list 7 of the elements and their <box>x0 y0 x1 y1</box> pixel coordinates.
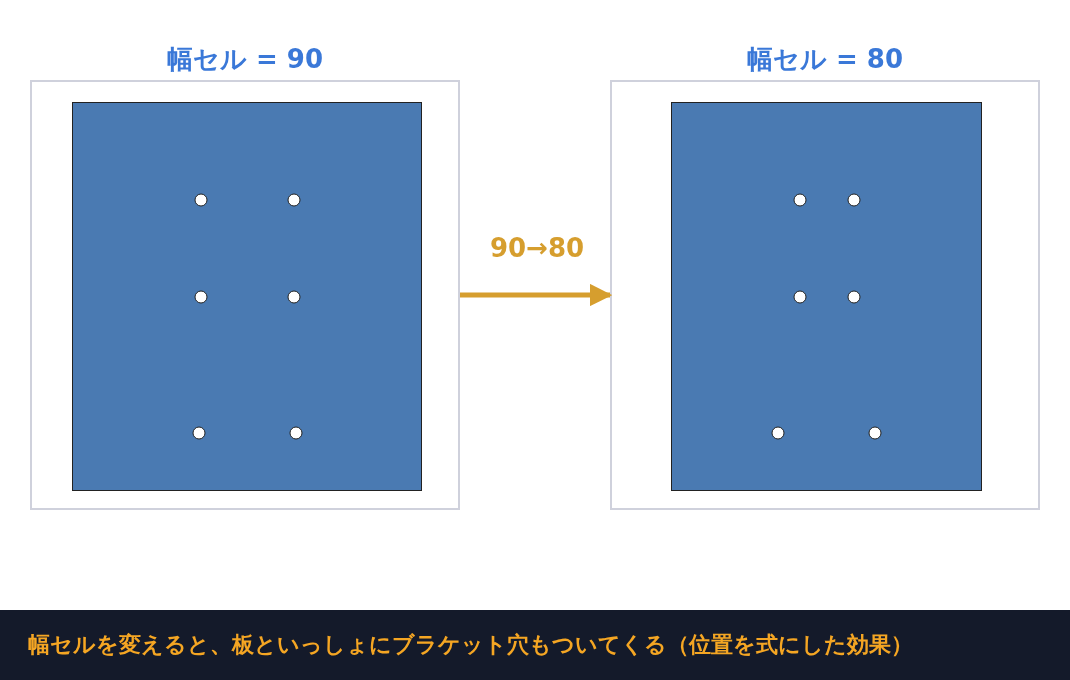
plate-drawing <box>72 102 422 491</box>
arrow <box>460 283 613 307</box>
caption-banner <box>0 610 1070 680</box>
panel-heading: 幅セル = 90 <box>165 43 325 76</box>
panel-heading: 幅セル = 80 <box>745 43 905 76</box>
caption-text: 幅セルを変えると、板といっしょにブラケット穴もついてくる（位置を式にした効果） <box>27 631 913 659</box>
plate-drawing <box>671 102 982 491</box>
